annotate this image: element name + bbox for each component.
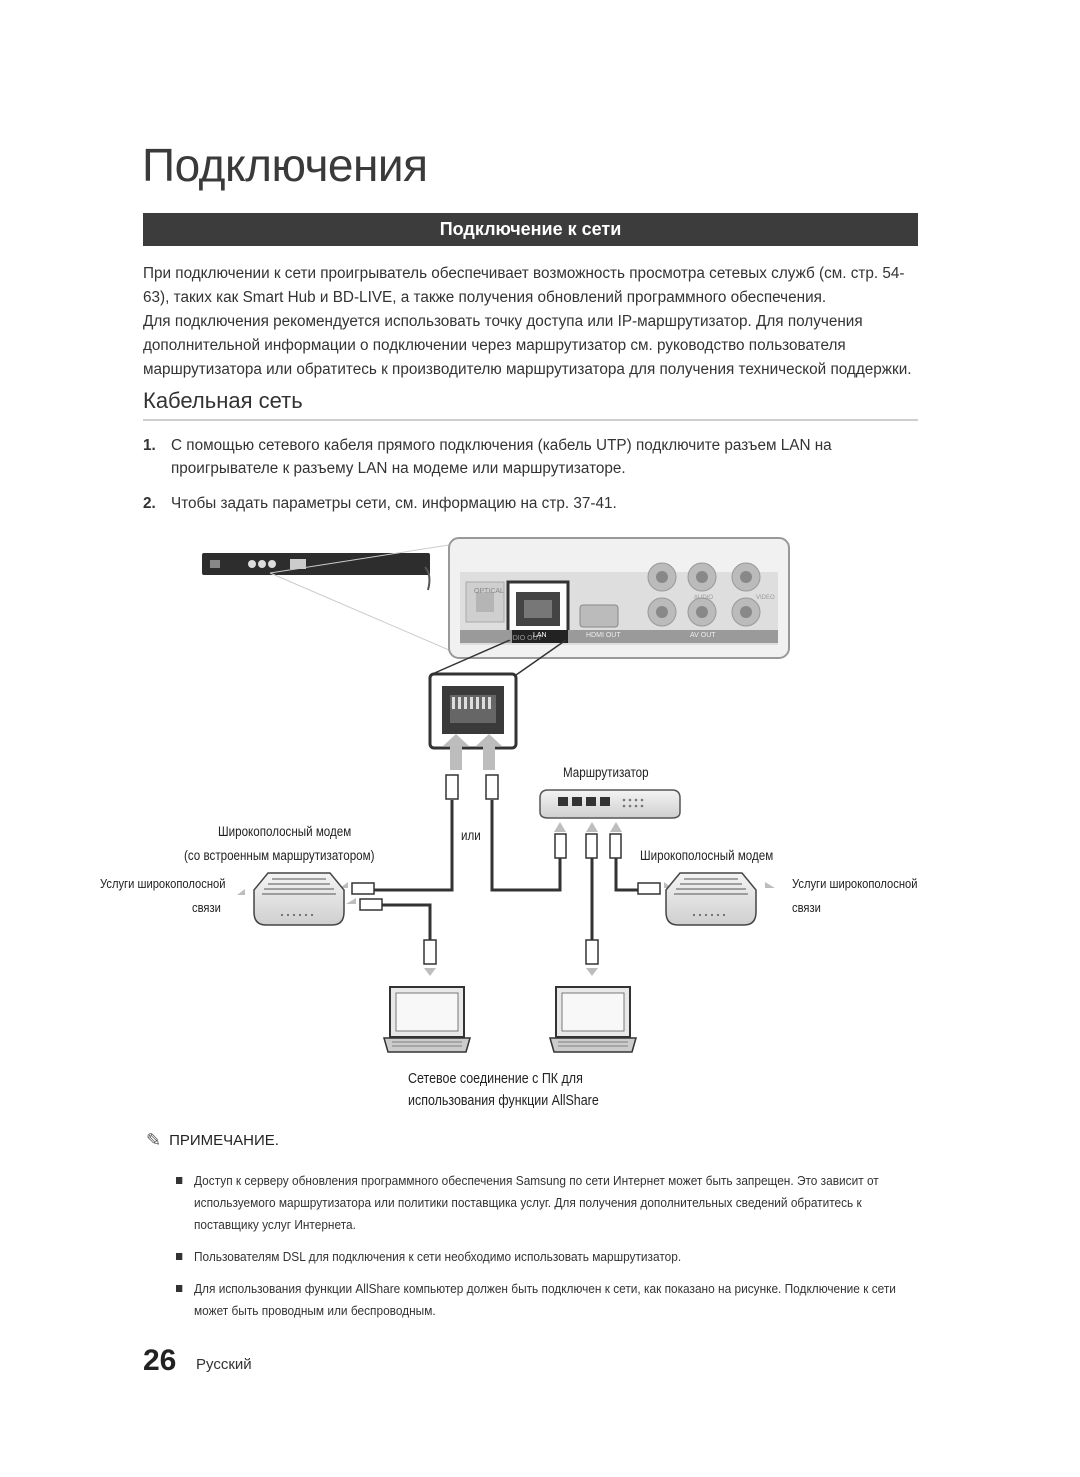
av-out-label: AV OUT — [690, 632, 716, 639]
video-label: VIDEO — [756, 595, 775, 601]
broadband-service-left-2: связи — [192, 900, 221, 915]
page-language: Русский — [196, 1356, 252, 1373]
diagram-drawing: OPTICAL — [202, 537, 790, 1053]
note-title: ПРИМЕЧАНИЕ. — [169, 1132, 279, 1149]
intro-paragraph-2: Для подключения рекомендуется использова… — [143, 313, 912, 378]
step-number: 2. — [143, 495, 156, 512]
pc-caption-line-2: использования функции AllShare — [408, 1093, 599, 1109]
player-icon — [202, 553, 431, 591]
broadband-service-left: Услуги широкополосной — [100, 876, 226, 891]
note-item: Пользователям DSL для подключения к сети… — [176, 1246, 905, 1268]
lan-port-zoom — [428, 672, 518, 750]
laptop-right-icon — [549, 986, 637, 1053]
audio-label: AUDIO — [694, 595, 714, 601]
hdmi-out-label: HDMI OUT — [586, 632, 621, 639]
modem-router-sublabel: (со встроенным маршрутизатором) — [184, 848, 375, 863]
subsection-rule — [143, 419, 918, 421]
note-item-text: Доступ к серверу обновления программного… — [194, 1173, 879, 1232]
intro-text: При подключении к сети проигрыватель обе… — [143, 262, 923, 382]
note-item-text: Пользователям DSL для подключения к сети… — [194, 1249, 682, 1264]
page-number: 26 — [143, 1344, 177, 1377]
note-item: Для использования функции AllShare компь… — [176, 1278, 905, 1322]
laptop-left-icon — [383, 986, 471, 1053]
network-cables — [372, 800, 640, 945]
step-text: С помощью сетевого кабеля прямого подклю… — [171, 437, 832, 477]
modem-router-label: Широкополосный модем — [218, 824, 352, 839]
router-label: Маршрутизатор — [563, 765, 649, 780]
step-number: 1. — [143, 437, 156, 454]
step-text: Чтобы задать параметры сети, см. информа… — [171, 495, 617, 512]
modem-left-icon — [253, 872, 345, 926]
section-title-bar: Подключение к сети — [143, 213, 918, 246]
note-header: ✎ ПРИМЕЧАНИЕ. — [146, 1130, 279, 1151]
note-item-text: Для использования функции AllShare компь… — [194, 1281, 896, 1318]
subsection-title: Кабельная сеть — [143, 388, 303, 413]
modem-label: Широкополосный модем — [640, 848, 774, 863]
step-item: 2. Чтобы задать параметры сети, см. инфо… — [143, 492, 923, 515]
note-list: Доступ к серверу обновления программного… — [176, 1170, 896, 1332]
bullet-icon — [176, 1177, 183, 1184]
arrows-up-icon — [443, 734, 502, 770]
steps-list: 1. С помощью сетевого кабеля прямого под… — [143, 434, 923, 527]
intro-paragraph-1: При подключении к сети проигрыватель обе… — [143, 265, 905, 306]
lan-label: LAN — [533, 632, 547, 639]
rear-panel: OPTICAL — [448, 537, 790, 659]
chapter-title: Подключения — [142, 139, 428, 191]
bullet-icon — [176, 1253, 183, 1260]
broadband-service-right-2: связи — [792, 900, 821, 915]
bullet-icon — [176, 1285, 183, 1292]
pencil-icon: ✎ — [146, 1130, 162, 1150]
digital-audio-out-label: DIGITAL AUDIO OUT — [475, 635, 542, 642]
pc-caption-line-1: Сетевое соединение с ПК для — [408, 1071, 583, 1087]
or-label: или — [461, 828, 481, 843]
optical-label: OPTICAL — [474, 588, 504, 595]
router-icon — [539, 789, 681, 819]
modem-right-icon — [665, 872, 757, 926]
network-diagram: OPTICAL — [0, 520, 1080, 1120]
note-item: Доступ к серверу обновления программного… — [176, 1170, 905, 1236]
cable-plugs — [351, 774, 661, 965]
step-item: 1. С помощью сетевого кабеля прямого под… — [143, 434, 923, 480]
broadband-service-right: Услуги широкополосной — [792, 876, 918, 891]
